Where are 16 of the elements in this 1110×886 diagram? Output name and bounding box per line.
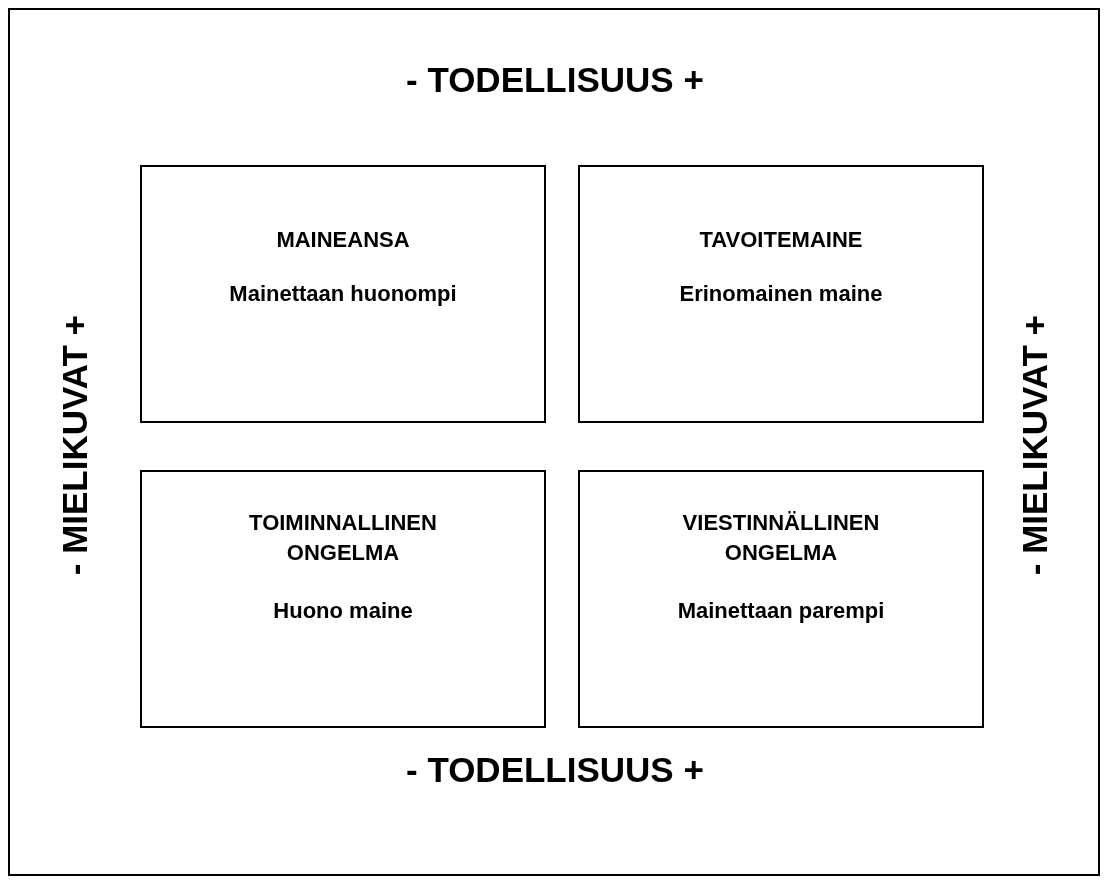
quadrant-description: Erinomainen maine: [679, 280, 883, 308]
axis-label: - MIELIKUVAT +: [1015, 315, 1055, 576]
quadrant-heading: TAVOITEMAINE: [699, 226, 863, 254]
axis-label: - TODELLISUUS +: [406, 60, 704, 100]
axis-label: - MIELIKUVAT +: [55, 315, 95, 576]
quadrant-description: Mainettaan parempi: [677, 597, 885, 625]
quadrant-heading: MAINEANSA: [276, 226, 410, 254]
quadrant-box: [578, 165, 984, 423]
quadrant-heading: TOIMINNALLINEN ONGELMA: [248, 509, 438, 567]
quadrant-box: [578, 470, 984, 728]
quadrant-box: [140, 165, 546, 423]
quadrant-heading: VIESTINNÄLLINEN ONGELMA: [681, 509, 881, 567]
axis-label: - TODELLISUUS +: [406, 750, 704, 790]
quadrant-description: Mainettaan huonompi: [229, 280, 457, 308]
quadrant-description: Huono maine: [273, 597, 413, 625]
quadrant-box: [140, 470, 546, 728]
